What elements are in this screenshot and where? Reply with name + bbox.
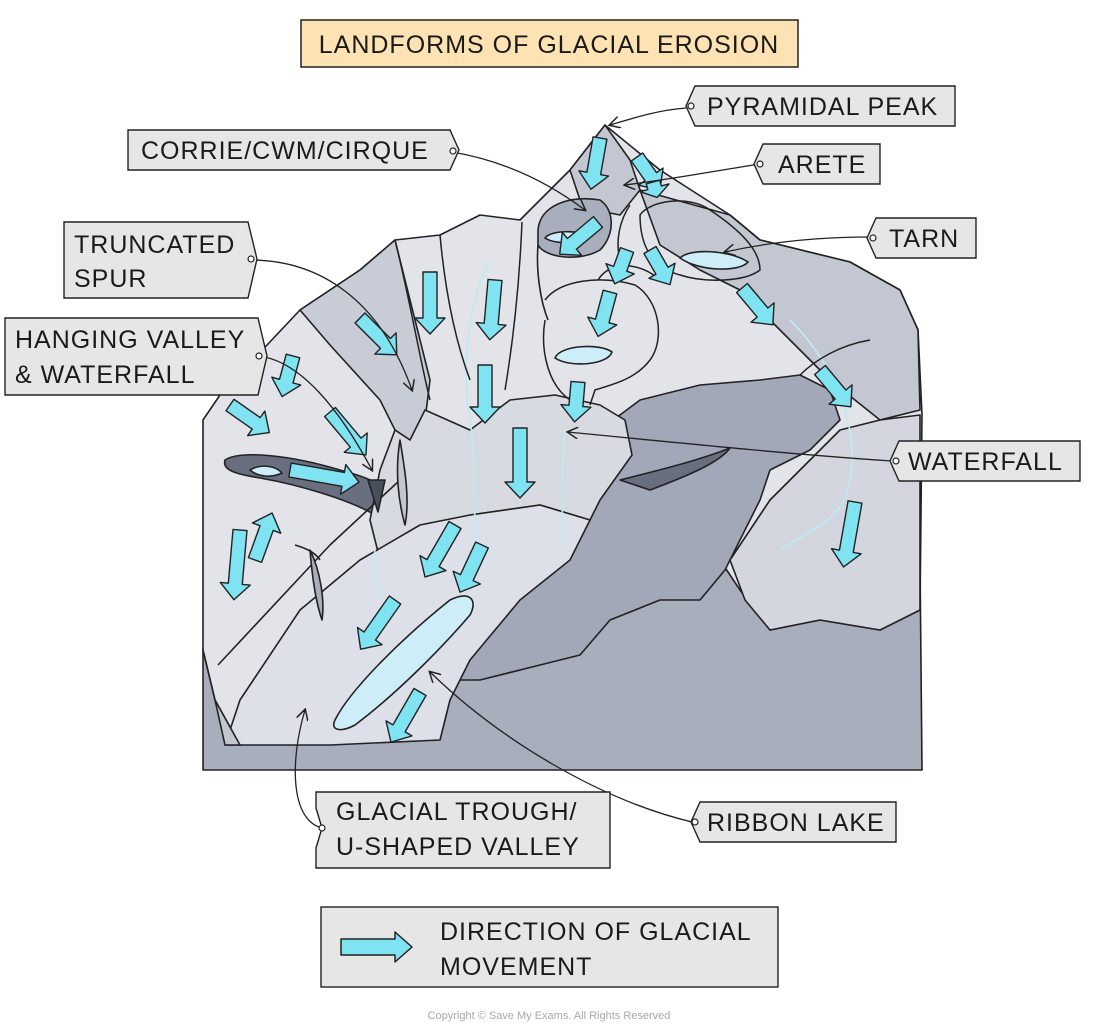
- water-bodies: [248, 230, 750, 731]
- flow-arrow-icon: [288, 462, 360, 495]
- label-ribbon-lake: RIBBON LAKE: [690, 801, 897, 843]
- flow-arrow-icon: [558, 215, 604, 257]
- label-arete: ARETE: [753, 143, 881, 185]
- flow-arrow-icon: [587, 289, 618, 338]
- flow-arrow-icon: [475, 278, 507, 341]
- flow-arrow-icon: [452, 541, 490, 593]
- label-hanging-valley-text-1: HANGING VALLEY: [15, 326, 245, 354]
- flow-arrow-icon: [605, 246, 635, 285]
- left-valley-side: [202, 649, 241, 746]
- label-truncated-spur-text-1: TRUNCATED: [74, 231, 235, 259]
- label-glacial-trough-text-1: GLACIAL TROUGH/: [336, 798, 577, 826]
- label-ribbon-lake-text: RIBBON LAKE: [707, 809, 885, 837]
- flow-arrow-icon: [830, 500, 863, 568]
- copyright: Copyright © Save My Exams. All Rights Re…: [428, 1010, 671, 1022]
- landscape-block: [202, 124, 923, 771]
- label-glacial-trough-text-2: U-SHAPED VALLEY: [336, 833, 580, 861]
- contour-lines: [394, 200, 871, 406]
- flow-arrow-icon: [247, 512, 282, 564]
- legend: DIRECTION OF GLACIAL MOVEMENT: [320, 906, 779, 988]
- label-waterfall-text: WATERFALL: [908, 448, 1063, 476]
- legend-arrow-icon: [340, 931, 413, 963]
- flow-arrow-icon: [354, 312, 398, 356]
- label-hanging-valley: HANGING VALLEY & WATERFALL: [4, 317, 268, 396]
- title-box: LANDFORMS OF GLACIAL EROSION: [300, 19, 799, 68]
- legend-text-1: DIRECTION OF GLACIAL: [440, 918, 752, 946]
- legend-text-2: MOVEMENT: [440, 953, 592, 981]
- label-pyramidal-peak: PYRAMIDAL PEAK: [685, 85, 956, 127]
- label-pyramidal-peak-text: PYRAMIDAL PEAK: [707, 93, 938, 121]
- flow-arrow-icon: [225, 398, 271, 437]
- flow-arrow-icon: [385, 687, 427, 743]
- label-truncated-spur-text-2: SPUR: [74, 265, 147, 293]
- ribbon-lake: [333, 595, 474, 731]
- flow-arrow-icon: [219, 528, 251, 601]
- hanging-valley-lake: [248, 465, 284, 477]
- flow-arrow-icon: [419, 520, 462, 578]
- flow-arrow-icon: [643, 245, 676, 286]
- title-text: LANDFORMS OF GLACIAL EROSION: [319, 31, 779, 59]
- flow-arrow-icon: [469, 364, 501, 424]
- label-corrie: CORRIE/CWM/CIRQUE: [127, 129, 460, 171]
- flow-arrow-icon: [356, 595, 402, 650]
- leader-lines: [249, 107, 893, 829]
- label-truncated-spur: TRUNCATED SPUR: [63, 221, 258, 299]
- label-hanging-valley-text-2: & WATERFALL: [15, 361, 195, 389]
- label-tarn-text: TARN: [889, 225, 959, 253]
- flow-arrow-icon: [414, 271, 446, 335]
- glacier-flow-arrows: [219, 136, 863, 743]
- flow-arrow-icon: [578, 136, 610, 190]
- upper-corrie-lake: [554, 345, 613, 365]
- flow-arrow-icon: [271, 353, 302, 398]
- label-arete-text: ARETE: [778, 151, 866, 179]
- flow-arrow-icon: [504, 427, 536, 499]
- flow-arrow-icon: [813, 364, 853, 408]
- label-waterfall: WATERFALL: [889, 440, 1081, 482]
- flow-arrow-icon: [735, 282, 775, 326]
- flow-arrow-icon: [560, 380, 592, 423]
- label-glacial-trough: GLACIAL TROUGH/ U-SHAPED VALLEY: [315, 791, 611, 869]
- label-corrie-text: CORRIE/CWM/CIRQUE: [141, 137, 429, 165]
- label-tarn: TARN: [866, 217, 977, 259]
- flow-arrow-icon: [639, 179, 670, 199]
